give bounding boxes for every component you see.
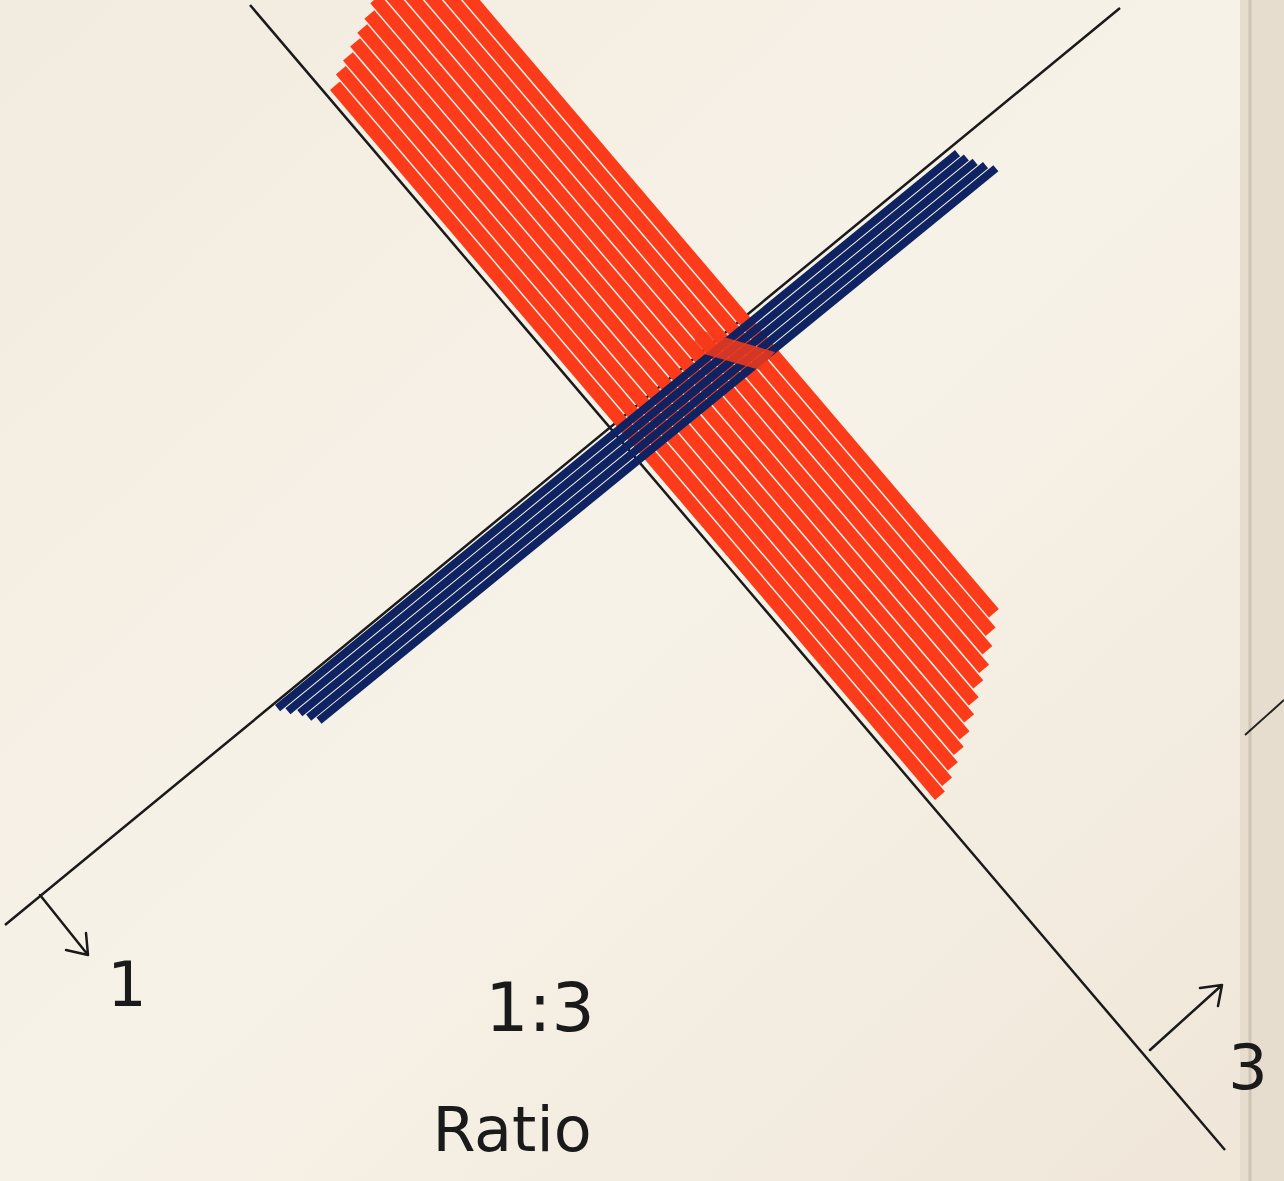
tape-strip [316,165,998,724]
tape-strip [285,154,969,714]
direction-arrow [1150,985,1222,1050]
tape-strip [275,150,960,711]
direction-arrow [40,895,88,955]
tape-strip [357,24,969,739]
tape-strip [306,162,988,721]
ratio-line [250,5,1225,1150]
tape-strip [336,66,952,786]
ratio-number: 1 [107,954,146,1016]
ratio-number: 3 [1228,1037,1267,1099]
ratio-number: 1:3 [485,974,594,1042]
tape-strip [400,0,995,636]
page-edge [1240,0,1284,1181]
ratio-caption: Ratio [432,1099,591,1161]
blue-tape-strips [275,150,998,724]
tape-overlap [690,330,775,370]
tape-strip [297,159,977,716]
tape-strip [364,10,974,722]
stray-mark [1245,700,1284,735]
page-edge-line [1249,0,1252,1181]
